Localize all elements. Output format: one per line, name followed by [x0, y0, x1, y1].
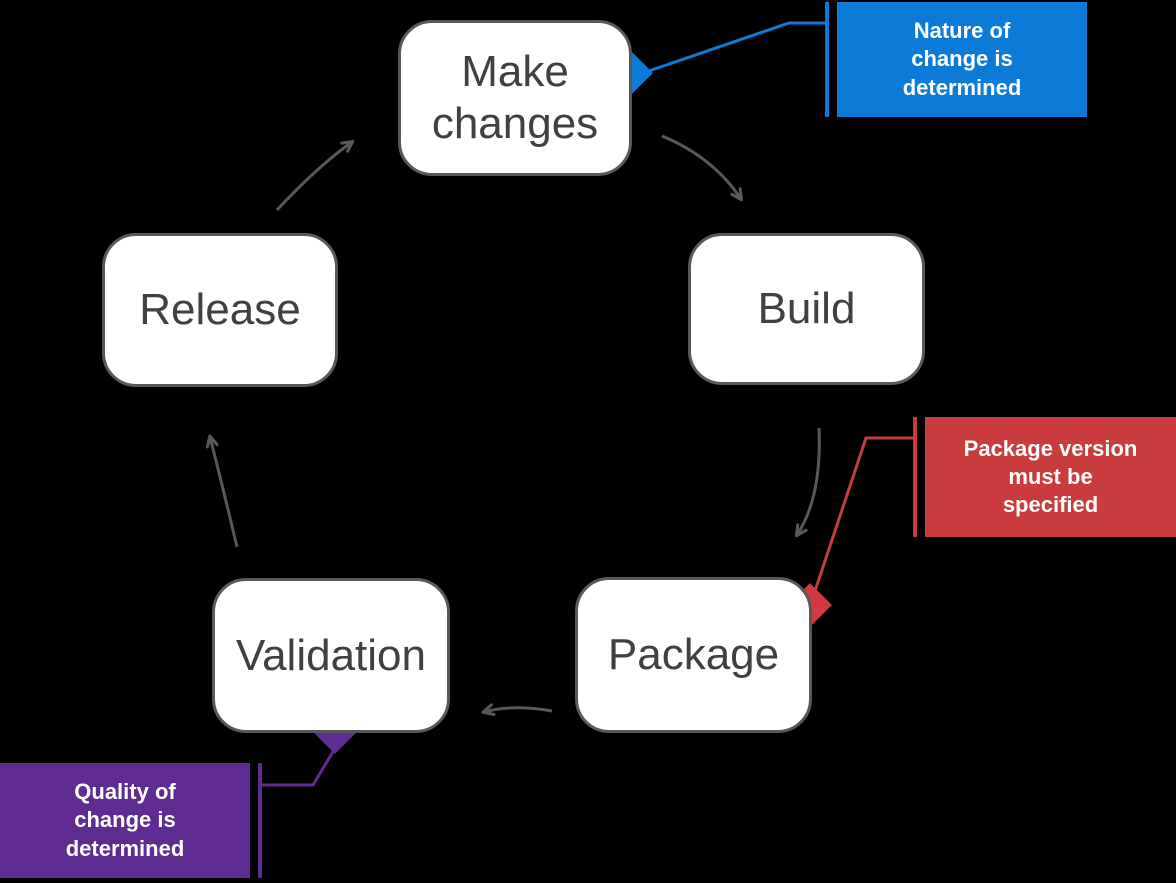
node-release-label: Release — [139, 285, 301, 335]
callout-nature-of-change: Nature of change is determined — [837, 2, 1087, 117]
node-build-label: Build — [757, 284, 856, 334]
callout-package-version-text: Package version must be specified — [963, 435, 1138, 518]
node-package: Package — [575, 577, 812, 733]
node-package-label: Package — [607, 630, 780, 680]
callout-quality-of-change-text: Quality of change is determined — [65, 779, 185, 861]
node-release: Release — [102, 233, 338, 387]
arrow-validation-to-release — [205, 434, 239, 548]
arrow-package-to-validation — [481, 703, 553, 717]
blue-callout-connector — [633, 21, 827, 78]
node-validation: Validation — [212, 578, 450, 733]
arrow-build-to-package — [794, 427, 821, 538]
arrow-release-to-make-changes — [275, 139, 355, 212]
callout-package-version: Package version must be specified — [925, 417, 1176, 537]
arrow-make-changes-to-build — [661, 134, 744, 202]
callout-bold-word: must — [1008, 463, 1061, 489]
node-make-changes-label: Make changes — [431, 47, 599, 148]
purple-callout-connector — [262, 749, 336, 787]
node-validation-label: Validation — [236, 630, 426, 680]
node-build: Build — [688, 233, 925, 385]
callout-quality-of-change: Quality of change is determined — [0, 763, 250, 878]
node-make-changes: Make changes — [398, 20, 632, 176]
callout-nature-of-change-text: Nature of change is determined — [902, 18, 1022, 100]
red-callout-connector — [810, 436, 913, 601]
